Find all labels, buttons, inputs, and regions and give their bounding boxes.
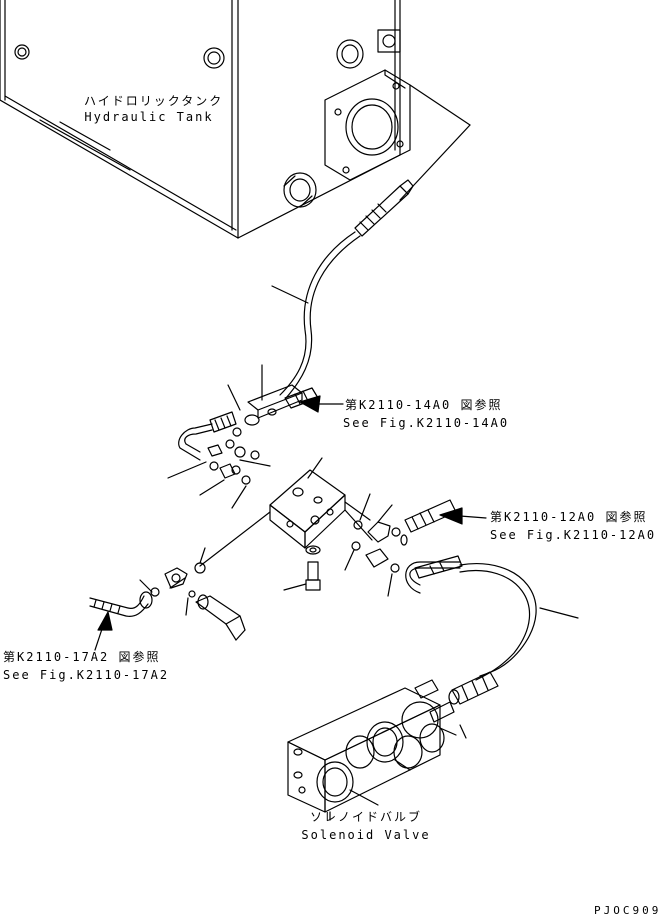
ref-14a0-label-en: See Fig.K2110-14A0 [343,416,510,430]
ref-17a2-label-en: See Fig.K2110-17A2 [3,668,170,682]
left-hose-lower [89,595,149,617]
solenoid-valve-label-en: Solenoid Valve [301,828,431,842]
left-fittings [139,547,246,641]
upper-hose [271,179,414,399]
hydraulic-tank-label-en: Hydraulic Tank [84,110,214,124]
right-fittings [344,493,457,597]
hydraulic-tank-label-jp: ハイドロリックタンク [84,94,224,108]
ref-14a0-label-jp: 第K2110-14A0 図参照 [345,398,503,412]
ref-arrow-14a0 [299,395,344,413]
solenoid-valve-label-jp: ソレノイドバルブ [309,810,422,824]
ref-arrow-12a0 [439,507,487,525]
mounting-bolt [283,545,321,591]
ref-12a0-label-jp: 第K2110-12A0 図参照 [490,510,648,524]
tank-flange [324,69,471,201]
manifold-block [199,457,373,567]
right-hose [405,555,579,705]
drawing-code: PJOC909 [594,904,662,917]
ref-arrow-17a2 [94,611,113,651]
solenoid-valve [287,679,467,821]
hydraulic-tank [0,0,471,239]
ref-17a2-label-jp: 第K2110-17A2 図参照 [3,650,161,664]
ref-12a0-label-en: See Fig.K2110-12A0 [490,528,657,542]
left-hose-upper [167,411,271,509]
